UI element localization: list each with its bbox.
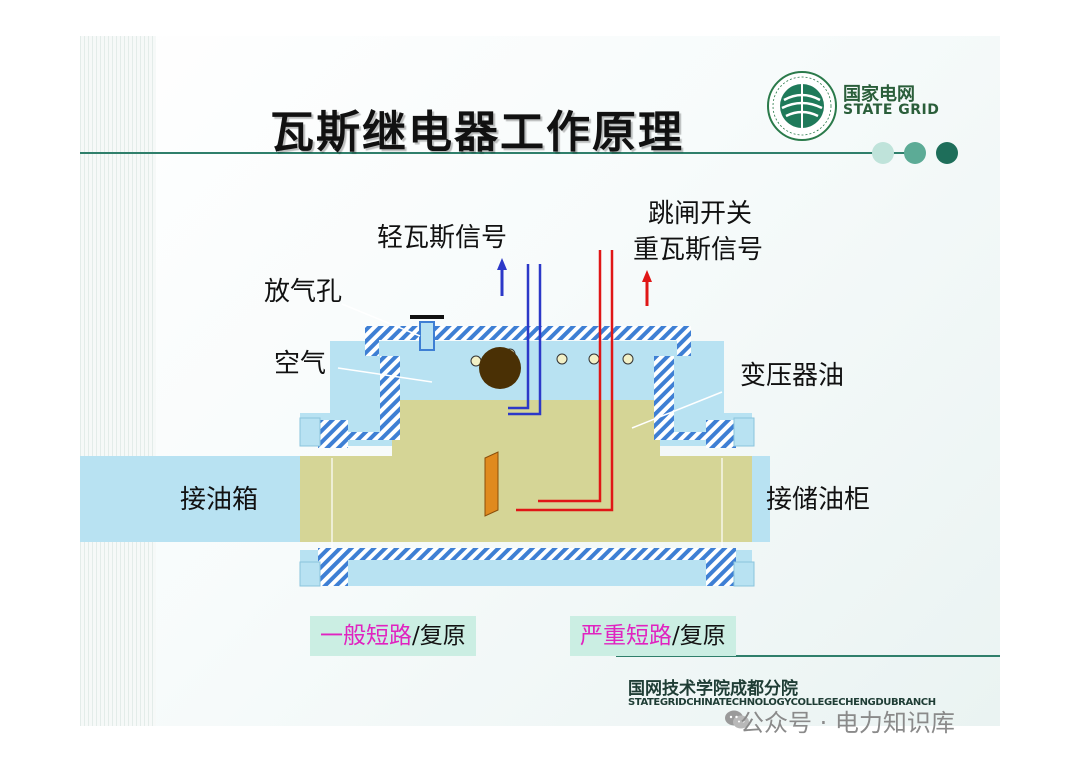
label-transformer-oil: 变压器油	[740, 361, 844, 391]
label-air: 空气	[274, 349, 326, 379]
bottom-right-flange	[706, 548, 736, 586]
status-general-rest: /复原	[412, 623, 466, 649]
label-to-conservator: 接储油柜	[766, 485, 870, 515]
label-heavy-gas-signal: 重瓦斯信号	[633, 235, 763, 265]
wechat-icon	[725, 710, 749, 729]
air-bubble	[588, 353, 600, 365]
footer-divider	[616, 655, 1000, 657]
air-bubble	[622, 353, 634, 365]
footer-institution-en: STATEGRIDCHINATECHNOLOGYCOLLEGECHENGDUBR…	[628, 697, 936, 708]
status-severe-rest: /复原	[672, 623, 726, 649]
decorative-stripes	[80, 36, 156, 726]
heavy-gas-arrow-head	[642, 270, 652, 282]
gas-relay-diagram: 轻瓦斯信号 跳闸开关 重瓦斯信号 放气孔 空气 变压器油 接油箱 接储油柜	[80, 199, 870, 587]
label-to-oil-tank: 接油箱	[180, 485, 258, 515]
leader-line-vent	[341, 303, 421, 337]
inlet-pipe	[80, 456, 300, 542]
status-severe-highlight: 严重短路	[580, 623, 672, 649]
top-cover-right-step	[677, 326, 691, 356]
left-wall	[318, 356, 400, 440]
state-grid-logo	[767, 71, 837, 141]
flange-cap-right	[733, 417, 755, 447]
vent-valve	[419, 321, 435, 351]
right-wall	[654, 356, 736, 440]
top-cover-left-step	[365, 326, 379, 356]
label-trip-switch: 跳闸开关	[648, 199, 752, 229]
heavy-gas-contact	[516, 250, 614, 512]
status-severe-short-circuit[interactable]: 严重短路/复原	[570, 616, 736, 656]
flange-cap-left	[299, 417, 321, 447]
slide: 瓦斯继电器工作原理 国家电网 STATE GRID	[80, 36, 1000, 726]
logo-text-cn: 国家电网	[843, 84, 915, 105]
status-general-highlight: 一般短路	[320, 623, 412, 649]
header-divider	[80, 152, 920, 154]
label-vent-hole: 放气孔	[264, 277, 342, 307]
label-light-gas-signal: 轻瓦斯信号	[377, 223, 507, 253]
right-flange	[706, 420, 736, 448]
leader-line-oil	[631, 391, 723, 429]
left-flange	[318, 420, 348, 448]
baffle-plate	[484, 451, 499, 517]
watermark-text: 公众号 · 电力知识库	[740, 709, 955, 737]
bottom-left-flange	[318, 548, 348, 586]
light-gas-arrow-head	[497, 258, 507, 270]
air-bubble	[556, 353, 568, 365]
light-gas-contact	[508, 264, 530, 410]
light-gas-contact	[508, 264, 542, 416]
float-ball	[479, 347, 521, 389]
logo-text-en: STATE GRID	[843, 102, 940, 118]
bottom-wall	[318, 548, 736, 560]
flange-cap-bottom-left	[299, 561, 321, 587]
leader-line-air	[337, 367, 433, 383]
footer-institution-cn: 国网技术学院成都分院	[628, 679, 798, 699]
decor-dot-1	[872, 142, 894, 164]
status-general-short-circuit[interactable]: 一般短路/复原	[310, 616, 476, 656]
slide-title: 瓦斯继电器工作原理	[270, 107, 684, 158]
decor-dot-2	[904, 142, 926, 164]
transformer-oil-area	[392, 400, 660, 456]
oil-main-area	[300, 456, 752, 542]
heavy-gas-contact	[538, 250, 602, 503]
outlet-pipe	[752, 456, 770, 542]
flange-cap-bottom-right	[733, 561, 755, 587]
decor-dot-3	[936, 142, 958, 164]
